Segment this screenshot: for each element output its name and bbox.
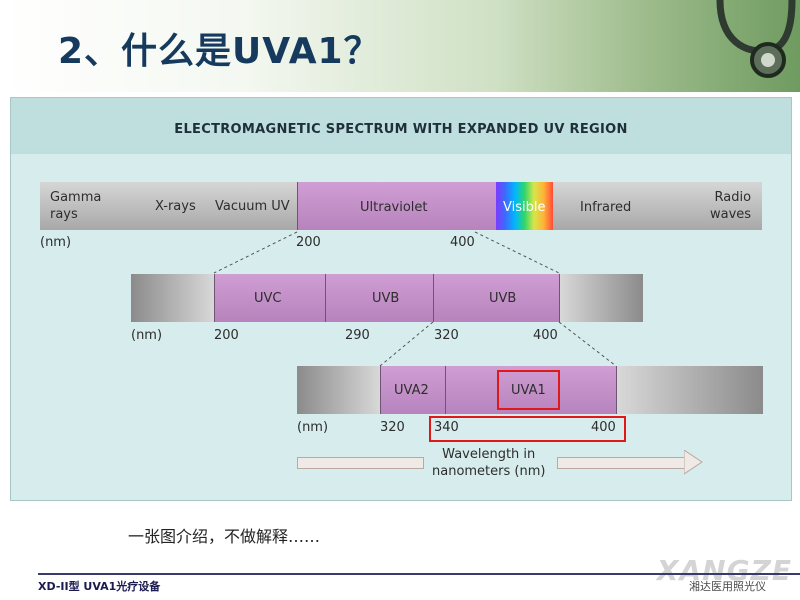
footer-product: XD-II型 UVA1光疗设备	[38, 578, 160, 594]
segment-fade-left	[131, 274, 214, 322]
tick-label: 400	[533, 328, 558, 343]
footer-divider	[38, 573, 800, 575]
arrow-shaft-left	[297, 457, 424, 469]
label-infrared: Infrared	[580, 199, 631, 216]
label-uvc: UVC	[254, 290, 282, 307]
range-340-400-highlight-box	[429, 416, 626, 442]
tick-label: 400	[450, 235, 475, 250]
unit-label: (nm)	[297, 420, 328, 435]
label-uva2: UVA2	[394, 382, 429, 399]
segment-fade-right	[616, 366, 763, 414]
unit-label: (nm)	[131, 328, 162, 343]
tick-label: 320	[380, 420, 405, 435]
tick-label: 200	[214, 328, 239, 343]
tick-label: 320	[434, 328, 459, 343]
segment-fade-left	[297, 366, 380, 414]
label-ultraviolet: Ultraviolet	[360, 199, 428, 216]
uva1-highlight-box	[497, 370, 560, 410]
label-xrays: X-rays	[155, 198, 196, 215]
tick-label: 200	[296, 235, 321, 250]
label-uvb: UVB	[372, 290, 399, 307]
unit-label: (nm)	[40, 235, 71, 250]
slide-caption: 一张图介绍，不做解释……	[128, 523, 320, 547]
arrow-shaft-right	[557, 457, 687, 469]
arrow-right-icon	[684, 450, 704, 476]
footer-company: 湘达医用照光仪	[689, 578, 766, 594]
tick-label: 290	[345, 328, 370, 343]
label-visible: Visible	[503, 199, 545, 216]
label-uvb-2: UVB	[489, 290, 516, 307]
label-vacuum-uv: Vacuum UV	[215, 198, 290, 215]
segment-fade-right	[559, 274, 643, 322]
